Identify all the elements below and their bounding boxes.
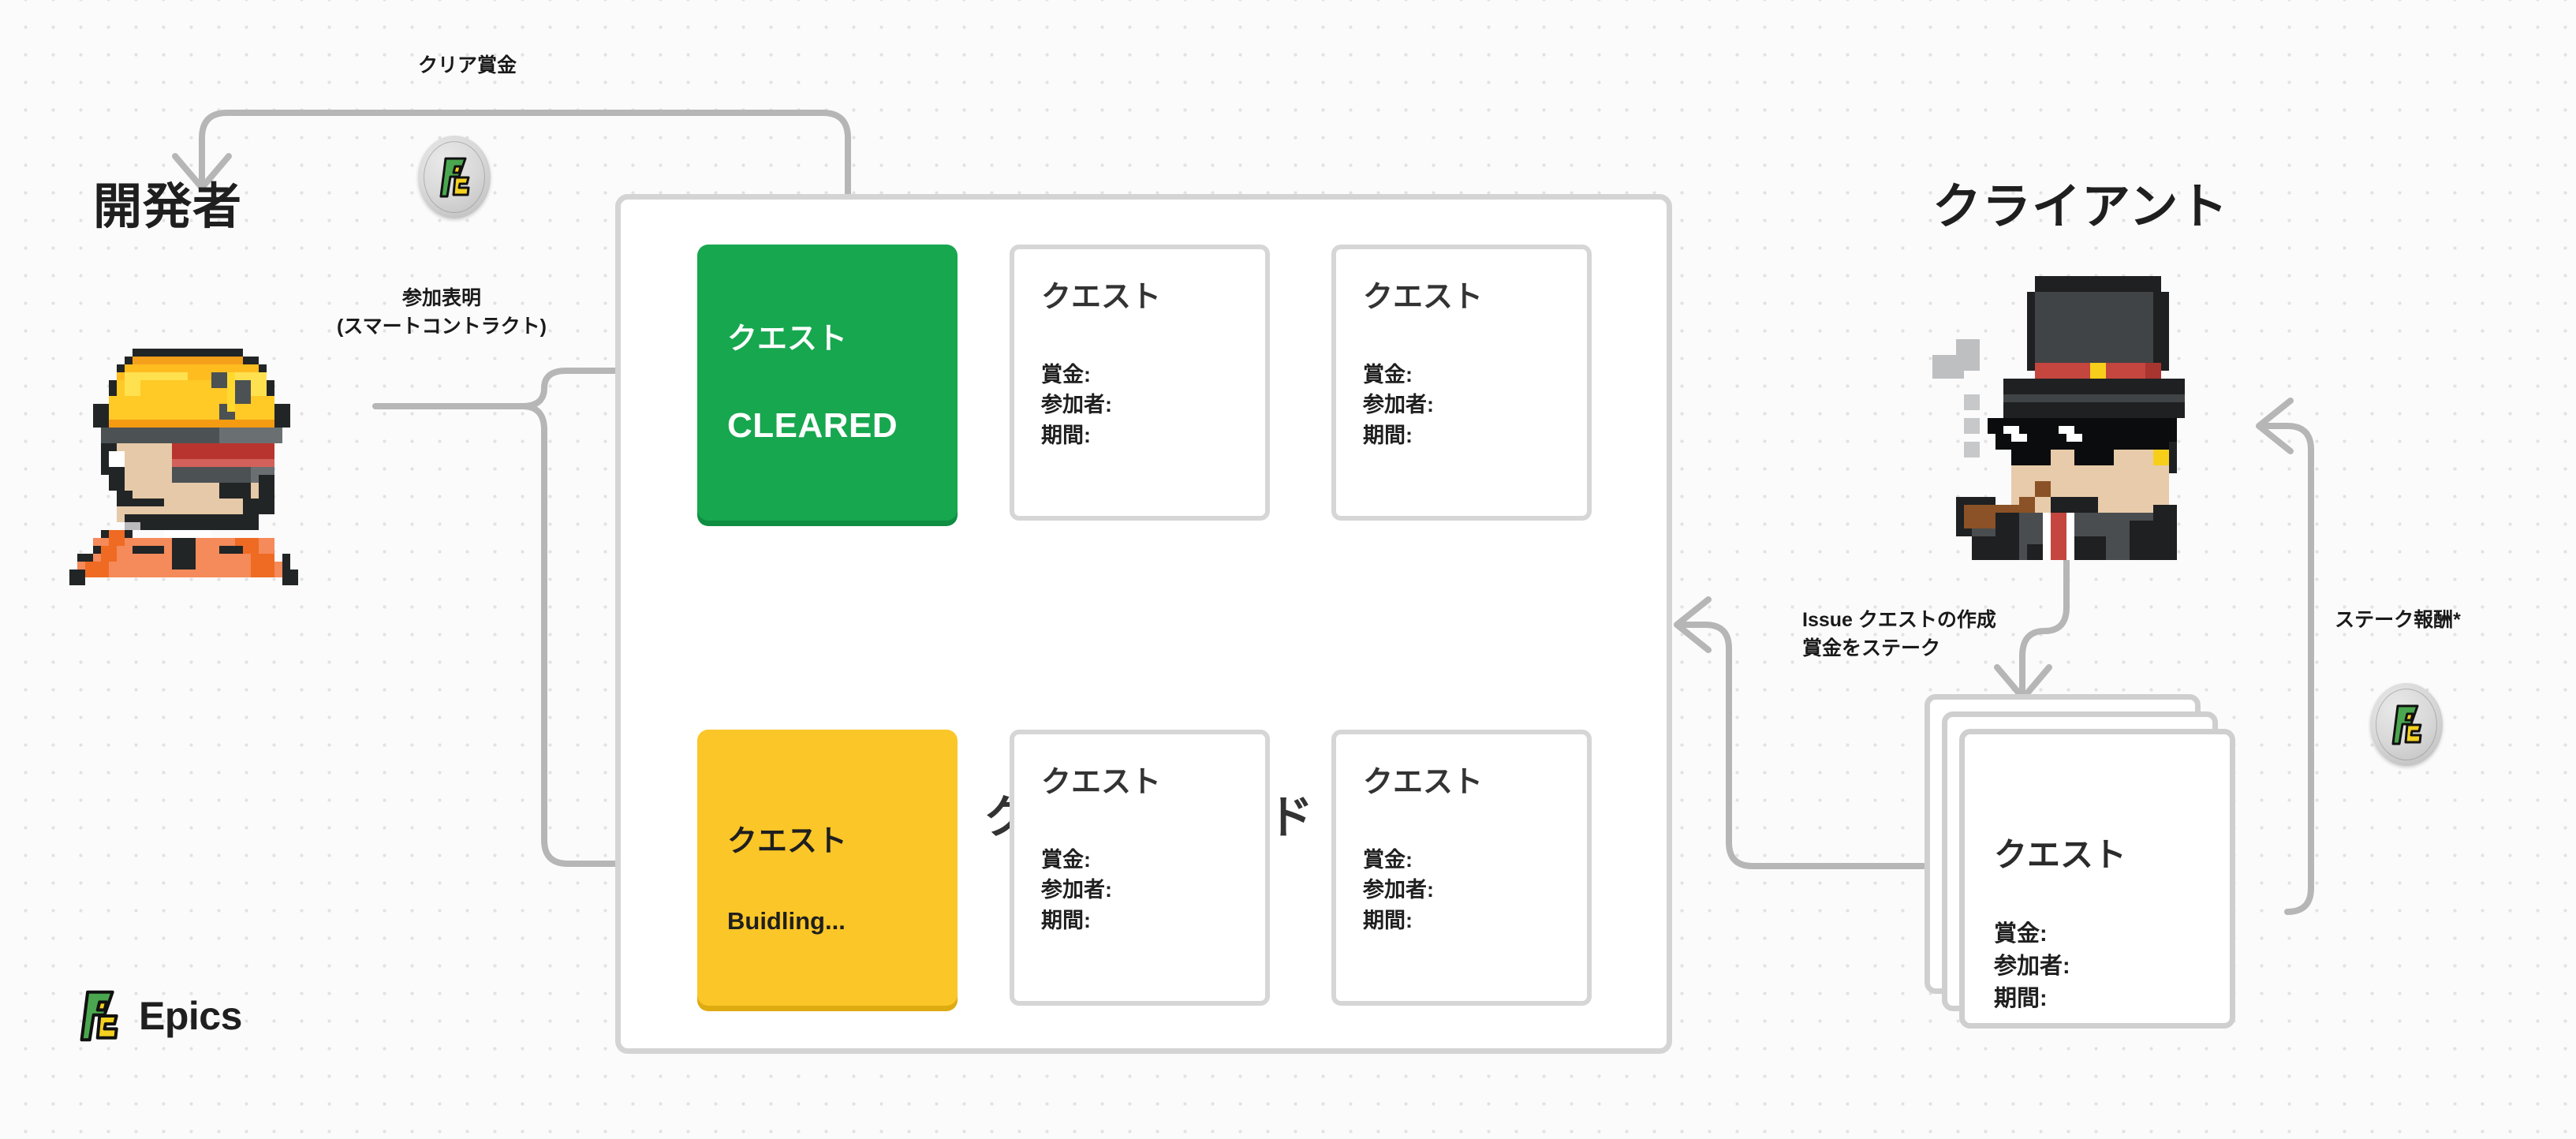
client-quest-field-period: 期間: [1994,986,2048,1012]
issue-create-arrow [1994,549,2070,701]
client-quest-card-title: クエスト [1994,836,2127,873]
epics-logo-icon [2391,704,2422,745]
quest-card-slot[interactable]: クエスト 賞金: 参加者: 期間: [1010,245,1270,521]
quest-field-reward: 賞金: [1363,363,1413,387]
quest-field-reward: 賞金: [1041,848,1091,872]
quest-field-reward: 賞金: [1363,848,1413,872]
epics-brand-name: Epics [139,994,242,1038]
client-title: クライアント [1932,180,2229,234]
client-quest-card-fields: 賞金: 参加者: 期間: [1994,918,2070,1016]
quest-card-fields: 賞金: 参加者: 期間: [1363,845,1434,935]
quest-card-title: クエスト [1363,281,1484,314]
quest-card-building-title: クエスト [727,825,848,858]
quest-field-participants: 参加者: [1041,393,1112,417]
quest-field-period: 期間: [1041,423,1091,447]
join-declaration-label-line2: (スマートコントラクト) [337,316,547,338]
quest-card-building-status: Buidling... [727,907,846,935]
epics-logo-icon [80,990,118,1042]
quest-card-slot[interactable]: クエスト 賞金: 参加者: 期間: [1331,245,1592,521]
quest-card-cleared-title: クエスト [727,323,848,356]
client-quest-stack-layer-front[interactable] [1959,729,2235,1029]
clear-reward-arrow [172,110,851,204]
client-quest-field-reward: 賞金: [1994,921,2048,947]
quest-card-fields: 賞金: 参加者: 期間: [1041,845,1112,935]
developer-pixel-avatar [69,349,298,585]
quest-field-period: 期間: [1041,908,1091,932]
quest-field-period: 期間: [1363,908,1413,932]
quest-card-title: クエスト [1041,281,1162,314]
client-pixel-avatar [1932,276,2185,560]
epics-token-coin [418,136,491,218]
clear-reward-label: クリア賞金 [418,54,517,77]
client-quest-field-participants: 参加者: [1994,954,2070,980]
quest-field-participants: 参加者: [1363,878,1434,902]
stake-reward-label: ステーク報酬* [2335,609,2461,631]
join-declaration-label-line1: 参加表明 [401,287,481,309]
quest-field-participants: 参加者: [1363,393,1434,417]
quest-field-period: 期間: [1363,423,1413,447]
quest-card-cleared[interactable]: クエスト CLEARED [697,245,958,521]
issue-create-label: Issue クエストの作成 賞金をステーク [1802,606,1996,663]
quest-card-title: クエスト [1363,766,1484,799]
quest-card-slot[interactable]: クエスト 賞金: 参加者: 期間: [1331,730,1592,1006]
epics-brand: Epics [76,988,242,1044]
quest-card-slot[interactable]: クエスト 賞金: 参加者: 期間: [1010,730,1270,1006]
epics-token-coin [2370,683,2443,766]
epics-logo-icon [439,157,470,197]
issue-create-label-line2: 賞金をステーク [1802,637,1941,660]
client-quest-stack[interactable]: クエスト 賞金: 参加者: 期間: [1925,694,2287,1049]
quest-card-title: クエスト [1041,766,1162,799]
quest-card-fields: 賞金: 参加者: 期間: [1363,360,1434,450]
quest-card-building[interactable]: クエスト Buidling... [697,730,958,1006]
quest-card-cleared-status: CLEARED [727,406,898,445]
join-declaration-label: 参加表明 (スマートコントラクト) [337,284,547,342]
issue-create-label-line1: Issue クエストの作成 [1802,609,1996,631]
developer-title: 開発者 [93,180,243,234]
quest-card-fields: 賞金: 参加者: 期間: [1041,360,1112,450]
quest-field-reward: 賞金: [1041,363,1091,387]
quest-field-participants: 参加者: [1041,878,1112,902]
